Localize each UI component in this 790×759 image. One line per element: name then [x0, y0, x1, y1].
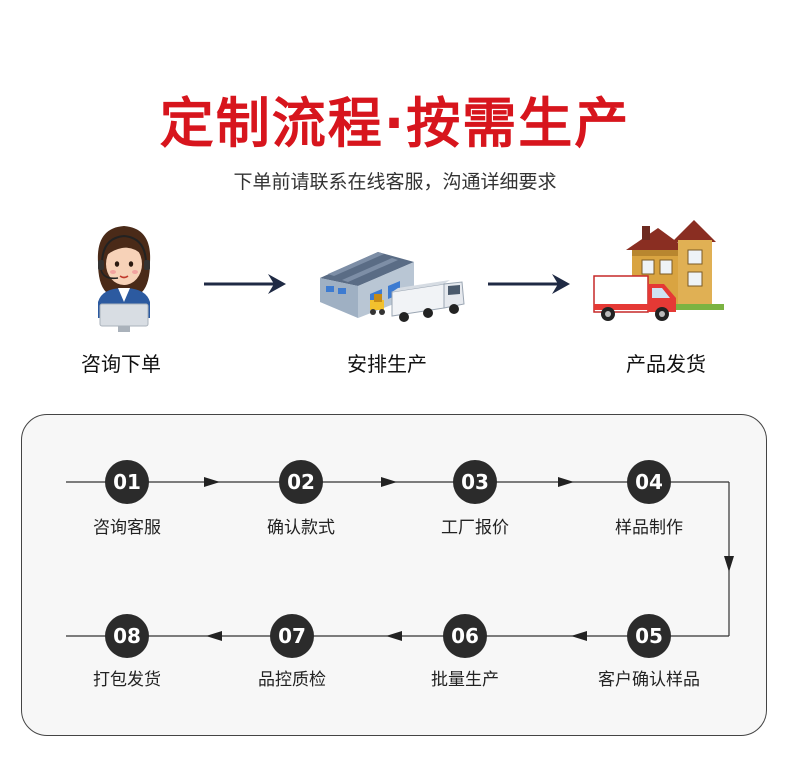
step-number-07: 07: [270, 614, 314, 658]
stage-label-production: 安排生产: [347, 352, 427, 376]
step-number-06: 06: [443, 614, 487, 658]
step-number-04: 04: [627, 460, 671, 504]
stage-label-consult: 咨询下单: [81, 352, 161, 376]
step-number-02: 02: [279, 460, 323, 504]
page-title: 定制流程·按需生产: [159, 92, 631, 155]
step-label-07: 品控质检: [258, 670, 326, 690]
stage-label-delivery: 产品发货: [626, 352, 706, 376]
step-label-03: 工厂报价: [441, 518, 509, 538]
step-number-08: 08: [105, 614, 149, 658]
stage-arrow-1: [204, 274, 286, 294]
customer-service-agent-icon: [97, 226, 151, 332]
step-label-01: 咨询客服: [93, 518, 161, 538]
page-subtitle: 下单前请联系在线客服，沟通详细要求: [233, 171, 557, 193]
step-label-02: 确认款式: [267, 518, 335, 538]
step-label-05: 客户确认样品: [598, 670, 700, 690]
step-label-04: 样品制作: [615, 518, 683, 538]
step-label-06: 批量生产: [431, 670, 499, 690]
step-number-05: 05: [627, 614, 671, 658]
step-number-03: 03: [453, 460, 497, 504]
factory-truck-icon: [320, 252, 465, 322]
step-label-08: 打包发货: [93, 670, 161, 690]
step-number-01: 01: [105, 460, 149, 504]
delivery-house-icon: [593, 220, 724, 321]
stage-arrow-2: [488, 274, 570, 294]
